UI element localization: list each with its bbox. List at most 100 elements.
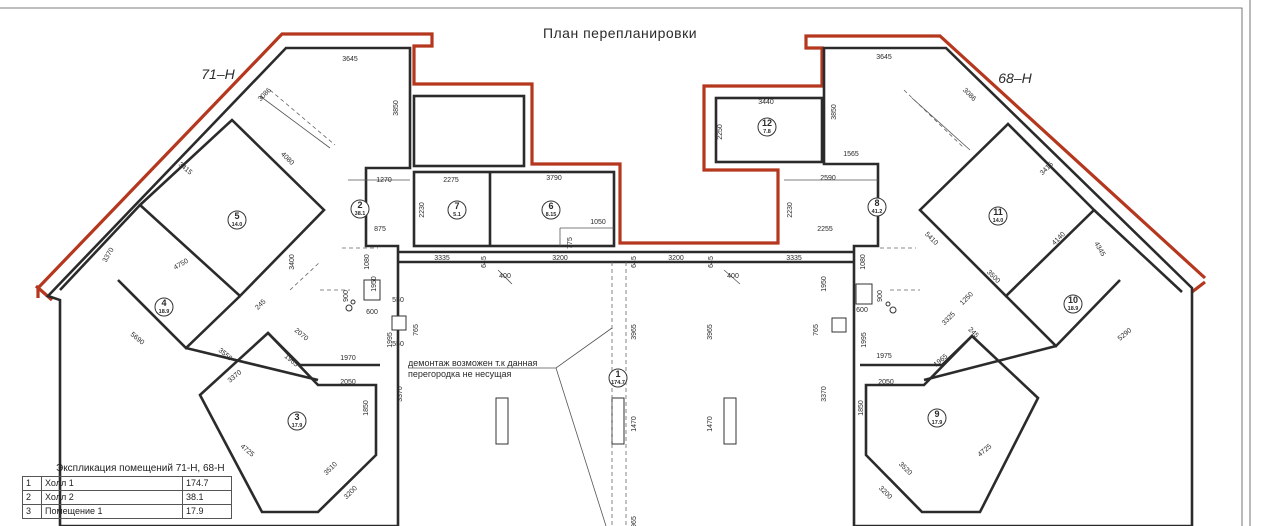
svg-text:5690: 5690: [129, 331, 146, 346]
note-line-2: перегородка не несущая: [408, 369, 512, 379]
svg-text:2590: 2590: [820, 175, 836, 182]
svg-text:10: 10: [1068, 295, 1078, 305]
right-wing: [714, 46, 1194, 526]
svg-text:8.15: 8.15: [546, 212, 557, 218]
svg-text:3200: 3200: [877, 485, 893, 501]
svg-text:5: 5: [234, 211, 239, 221]
svg-text:2230: 2230: [419, 202, 426, 218]
table-row: 1 Холл 1 174.7: [22, 476, 232, 491]
svg-text:18.9: 18.9: [1068, 306, 1079, 312]
room-10-label: 10 18.9: [1063, 294, 1083, 314]
table-row: 2 Холл 2 38.1: [22, 490, 232, 505]
svg-text:600: 600: [366, 309, 378, 316]
explication-grid: 1 Холл 1 174.7 2 Холл 2 38.1 3 Помещение…: [22, 476, 232, 519]
row-number: 2: [22, 490, 42, 505]
svg-text:3850: 3850: [393, 100, 400, 116]
svg-text:645: 645: [481, 256, 488, 268]
svg-text:3086: 3086: [257, 87, 273, 103]
svg-text:3325: 3325: [941, 311, 957, 327]
svg-text:1975: 1975: [876, 353, 892, 360]
room-name: Холл 1: [41, 476, 183, 491]
room-labels: 1 174.7 2 38.1 3 17.9 4 18.9 5 14.0 6 8.…: [154, 117, 1083, 431]
room-3-label: 3 17.9: [287, 411, 307, 431]
svg-text:6: 6: [548, 201, 553, 211]
svg-text:4: 4: [161, 298, 166, 308]
svg-text:1995: 1995: [861, 332, 868, 348]
svg-text:645: 645: [708, 256, 715, 268]
svg-text:400: 400: [499, 273, 511, 280]
svg-text:5.1: 5.1: [453, 212, 461, 218]
svg-text:14.0: 14.0: [993, 218, 1004, 224]
room-2-label: 2 38.1: [350, 199, 370, 219]
svg-text:3790: 3790: [546, 175, 562, 182]
svg-text:3: 3: [294, 412, 299, 422]
room-5-label: 5 14.0: [227, 210, 247, 230]
svg-text:18.9: 18.9: [159, 309, 170, 315]
svg-text:8: 8: [874, 198, 879, 208]
room-8-label: 8 41.2: [867, 197, 887, 217]
svg-text:4725: 4725: [977, 443, 994, 458]
svg-text:41.2: 41.2: [872, 209, 883, 215]
svg-text:245: 245: [254, 298, 267, 311]
svg-text:550: 550: [392, 341, 404, 348]
svg-text:4725: 4725: [239, 443, 256, 458]
room-area: 38.1: [182, 490, 232, 505]
svg-text:1: 1: [615, 369, 620, 379]
svg-text:1470: 1470: [707, 416, 714, 432]
svg-text:1950: 1950: [371, 276, 378, 292]
svg-text:1470: 1470: [631, 416, 638, 432]
svg-text:4080: 4080: [279, 151, 295, 167]
table-row: 3 Помещение 1 17.9: [22, 504, 232, 519]
svg-text:2070: 2070: [293, 327, 310, 342]
svg-text:3370: 3370: [821, 386, 828, 402]
svg-text:1565: 1565: [843, 151, 859, 158]
svg-text:17.9: 17.9: [932, 420, 943, 426]
svg-text:3370: 3370: [227, 369, 244, 384]
svg-text:645: 645: [631, 256, 638, 268]
room-name: Холл 2: [41, 490, 183, 505]
svg-text:7: 7: [454, 201, 459, 211]
svg-text:3400: 3400: [289, 254, 296, 270]
dimension-labels: 3645 3645 3850 3850 3440 2250 1565 1270 …: [102, 54, 1134, 526]
svg-text:900: 900: [877, 290, 884, 302]
svg-text:1850: 1850: [858, 400, 865, 416]
svg-text:3335: 3335: [786, 255, 802, 262]
svg-text:965: 965: [631, 516, 638, 526]
svg-text:2050: 2050: [878, 379, 894, 386]
svg-text:3370: 3370: [102, 247, 116, 264]
svg-text:3645: 3645: [342, 56, 358, 63]
svg-text:4750: 4750: [173, 258, 190, 272]
svg-text:1965: 1965: [283, 353, 300, 368]
svg-text:2275: 2275: [443, 177, 459, 184]
explication-table: Экспликация помещений 71-Н, 68-Н 1 Холл …: [22, 462, 232, 519]
redevelopment-outline-end: [1191, 280, 1206, 294]
central-hall: [398, 250, 854, 526]
svg-text:1950: 1950: [821, 276, 828, 292]
svg-text:2255: 2255: [817, 226, 833, 233]
room-1-label: 1 174.7: [608, 368, 628, 388]
svg-text:3200: 3200: [552, 255, 568, 262]
row-number: 1: [22, 476, 42, 491]
svg-text:9: 9: [934, 409, 939, 419]
unit-label-left: 71–Н: [201, 66, 235, 82]
svg-text:3965: 3965: [707, 324, 714, 340]
room-9-label: 9 17.9: [927, 408, 947, 428]
room-4-label: 4 18.9: [154, 297, 174, 317]
svg-text:1970: 1970: [340, 355, 356, 362]
room-name: Помещение 1: [41, 504, 183, 519]
svg-text:875: 875: [374, 226, 386, 233]
svg-text:2230: 2230: [787, 202, 794, 218]
svg-text:600: 600: [856, 307, 868, 314]
svg-text:3645: 3645: [876, 54, 892, 61]
svg-text:3370: 3370: [397, 386, 404, 402]
svg-text:3200: 3200: [343, 485, 359, 501]
svg-text:3965: 3965: [631, 324, 638, 340]
svg-text:3440: 3440: [758, 99, 774, 106]
svg-text:2250: 2250: [717, 124, 724, 140]
svg-text:2: 2: [357, 200, 362, 210]
svg-text:5290: 5290: [1117, 327, 1134, 342]
note-line-1: демонтаж возможен т.к данная: [408, 358, 538, 368]
svg-text:3520: 3520: [897, 461, 913, 477]
svg-text:1270: 1270: [376, 177, 392, 184]
